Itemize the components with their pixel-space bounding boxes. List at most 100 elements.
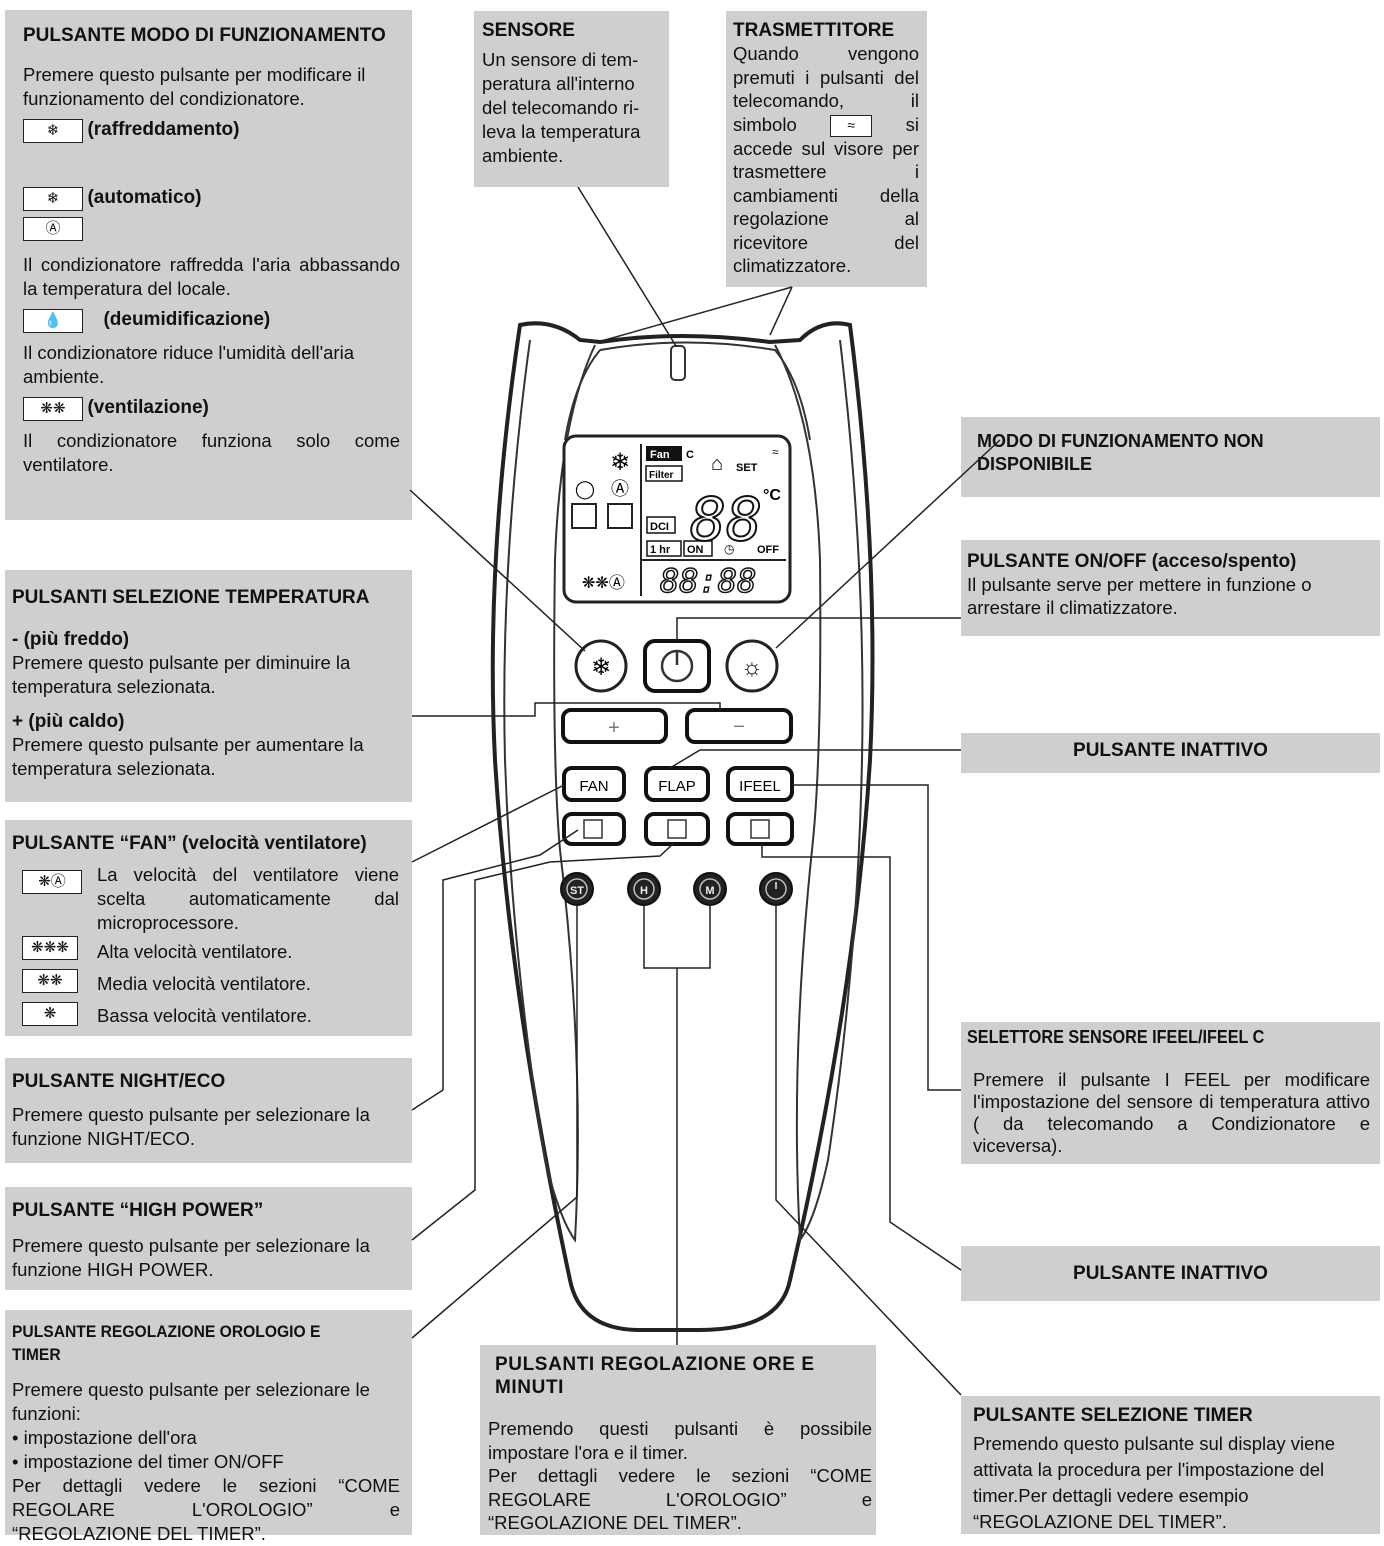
temp-title: PULSANTI SELEZIONE TEMPERATURA xyxy=(12,587,370,608)
fan-high-icon: ❋❋❋ xyxy=(22,936,78,960)
inactive-2-title: PULSANTE INATTIVO xyxy=(1073,1263,1268,1284)
high-power-icon xyxy=(667,819,687,839)
night-text: Premere questo pulsante per selezionare … xyxy=(12,1104,370,1149)
minus-label: − xyxy=(733,716,745,738)
fan-icon: ❋❋ xyxy=(23,397,83,421)
hour-button[interactable]: H xyxy=(627,872,661,906)
temp-section: PULSANTI SELEZIONE TEMPERATURA - (più fr… xyxy=(5,570,412,802)
fan-high-text: Alta velocità ventilatore. xyxy=(97,941,293,962)
lcd-timer-icon: ◷ xyxy=(724,542,735,556)
mode-auto-row: ❄ (automatico) xyxy=(23,187,400,211)
mode-intro: Premere questo pulsante per modificare i… xyxy=(23,64,366,109)
hours-title: PULSANTI REGOLAZIONE ORE E MINUTI xyxy=(495,1354,815,1398)
lcd-signal-icon: ≈ xyxy=(772,445,779,459)
clock-title: PULSANTE REGOLAZIONE OROLOGIO E TIMER xyxy=(12,1322,321,1364)
mode-snowflake-icon: ❄ xyxy=(591,654,611,681)
clock-icon xyxy=(765,878,787,900)
fan-medium-text: Media velocità ventilatore. xyxy=(97,973,311,994)
mode-cooling-row: ❄ (raffreddamento) xyxy=(23,119,400,143)
timer-title: PULSANTE SELEZIONE TIMER xyxy=(973,1405,1253,1426)
night-section: PULSANTE NIGHT/ECO Premere questo pulsan… xyxy=(5,1058,412,1163)
minute-button-label: M xyxy=(705,885,714,897)
fan-section: PULSANTE “FAN” (velocità ventilatore) ❋Ⓐ… xyxy=(5,820,412,1036)
unavailable-title: MODO DI FUNZIONAMENTO NON DISPONIBILE xyxy=(977,431,1264,474)
mode-dry-row: 💧 (deumidificazione) xyxy=(23,309,400,333)
fan-auto-text: La velocità del ventilatore viene scelta… xyxy=(97,864,399,933)
temp-minus-label: - (più freddo) xyxy=(12,629,130,650)
inactive-1-section: PULSANTE INATTIVO xyxy=(961,733,1380,773)
flap-button[interactable]: FLAP xyxy=(644,766,710,802)
sensor-text: Un sensore di tem-peratura all'interno d… xyxy=(482,49,641,166)
timer-text: Premendo questo pulsante sul display vie… xyxy=(973,1433,1336,1532)
high-title: PULSANTE “HIGH POWER” xyxy=(12,1200,264,1221)
droplet-icon: 💧 xyxy=(23,309,83,333)
lcd-fan-c-label: C xyxy=(686,449,694,461)
temp-minus-text: Premere questo pulsante per diminuire la… xyxy=(12,652,351,697)
lcd-snowflake-icon: ❄ xyxy=(610,449,630,476)
mode-section: PULSANTE MODO DI FUNZIONAMENTO Premere q… xyxy=(5,10,412,520)
lcd-set-label: SET xyxy=(736,462,758,474)
mode-auto-label: (automatico) xyxy=(87,187,202,209)
transmitter-text-after: si accede sul visore per trasmettere i c… xyxy=(733,113,919,277)
transmitter-section: TRASMETTITORE Quando vengono premuti i p… xyxy=(726,11,927,287)
remote-right-edge xyxy=(774,339,864,1243)
temp-plus-button[interactable]: + xyxy=(561,708,668,744)
sensor-section: SENSORE Un sensore di tem-peratura all'i… xyxy=(474,11,669,187)
lcd-clock-digits: 88:88 xyxy=(660,562,756,600)
ifeel-button-label: IFEEL xyxy=(739,778,781,795)
onoff-button[interactable] xyxy=(643,639,711,693)
mode-dry-label: (deumidificazione) xyxy=(103,309,271,331)
mode-cooling-label: (raffreddamento) xyxy=(87,119,240,141)
auto-a-icon: Ⓐ xyxy=(23,217,83,241)
lcd-high-icon xyxy=(607,503,633,529)
night-button[interactable] xyxy=(562,812,626,846)
leader-lines xyxy=(409,186,1001,1396)
st-button-label: ST xyxy=(570,885,584,897)
moon-icon xyxy=(583,819,603,839)
lcd-fan-label: Fan xyxy=(650,449,670,461)
mode-fan-desc: Il condizionatore funziona solo come ven… xyxy=(23,430,400,475)
lcd-fan-icon: ❋❋Ⓐ xyxy=(582,574,625,592)
transmitter-text: Quando vengono premuti i pulsanti del te… xyxy=(733,42,919,278)
night-title: PULSANTE NIGHT/ECO xyxy=(12,1071,226,1092)
transmitter-title: TRASMETTITORE xyxy=(733,20,895,41)
temp-plus-label: + (più caldo) xyxy=(12,711,125,732)
snowflake-icon: ❄ xyxy=(23,187,83,211)
timer-button[interactable] xyxy=(759,872,793,906)
snowflake-icon: ❄ xyxy=(23,119,83,143)
hours-section: PULSANTI REGOLAZIONE ORE E MINUTI Premen… xyxy=(480,1345,876,1535)
timer-section: PULSANTE SELEZIONE TIMER Premendo questo… xyxy=(961,1396,1380,1534)
leaf-icon xyxy=(750,819,770,839)
lcd-filter-label: Filter xyxy=(649,470,674,481)
ifeel-button[interactable]: IFEEL xyxy=(726,766,794,802)
mode-fan-label: (ventilazione) xyxy=(87,397,209,419)
ifeel-title: SELETTORE SENSORE IFEEL/IFEEL C xyxy=(967,1027,1265,1047)
ifeel-section: SELETTORE SENSORE IFEEL/IFEEL C Premere … xyxy=(961,1022,1380,1164)
sensor-window xyxy=(670,345,686,381)
inactive-button[interactable] xyxy=(726,812,794,846)
minute-button[interactable]: M xyxy=(693,872,727,906)
unavailable-section: MODO DI FUNZIONAMENTO NON DISPONIBILE xyxy=(961,417,1380,497)
unavailable-mode-button[interactable]: ☼ xyxy=(725,639,779,693)
mode-button[interactable]: ❄ xyxy=(574,639,628,693)
hours-text-2: Per dettagli vedere le sezioni “COME REG… xyxy=(488,1465,872,1533)
fan-button[interactable]: FAN xyxy=(562,766,626,802)
temp-minus-button[interactable]: − xyxy=(685,708,793,744)
fan-low-text: Bassa velocità ventilatore. xyxy=(97,1005,312,1026)
hour-button-label: H xyxy=(640,885,648,897)
clock-bullet-2: • impostazione del timer ON/OFF xyxy=(12,1451,284,1472)
onoff-text: Il pulsante serve per mettere in funzion… xyxy=(967,574,1312,618)
ifeel-text: Premere il pulsante I FEEL per modificar… xyxy=(973,1069,1370,1156)
remote-left-edge xyxy=(503,339,596,1243)
onoff-title: PULSANTE ON/OFF (acceso/spento) xyxy=(967,551,1297,572)
inactive-2-section: PULSANTE INATTIVO xyxy=(961,1246,1380,1301)
lcd-temp-digits: 88 xyxy=(690,485,762,555)
mode-cooling-desc: Il condizionatore raffredda l'aria abbas… xyxy=(23,254,400,299)
st-button[interactable]: ST xyxy=(560,872,594,906)
sensor-title: SENSORE xyxy=(482,20,575,41)
high-power-button[interactable] xyxy=(644,812,710,846)
clock-section: PULSANTE REGOLAZIONE OROLOGIO E TIMER Pr… xyxy=(5,1310,412,1544)
clock-intro: Premere questo pulsante per selezionare … xyxy=(12,1379,370,1424)
high-section: PULSANTE “HIGH POWER” Premere questo pul… xyxy=(5,1187,412,1290)
lcd-house-icon: ⌂ xyxy=(711,453,723,475)
